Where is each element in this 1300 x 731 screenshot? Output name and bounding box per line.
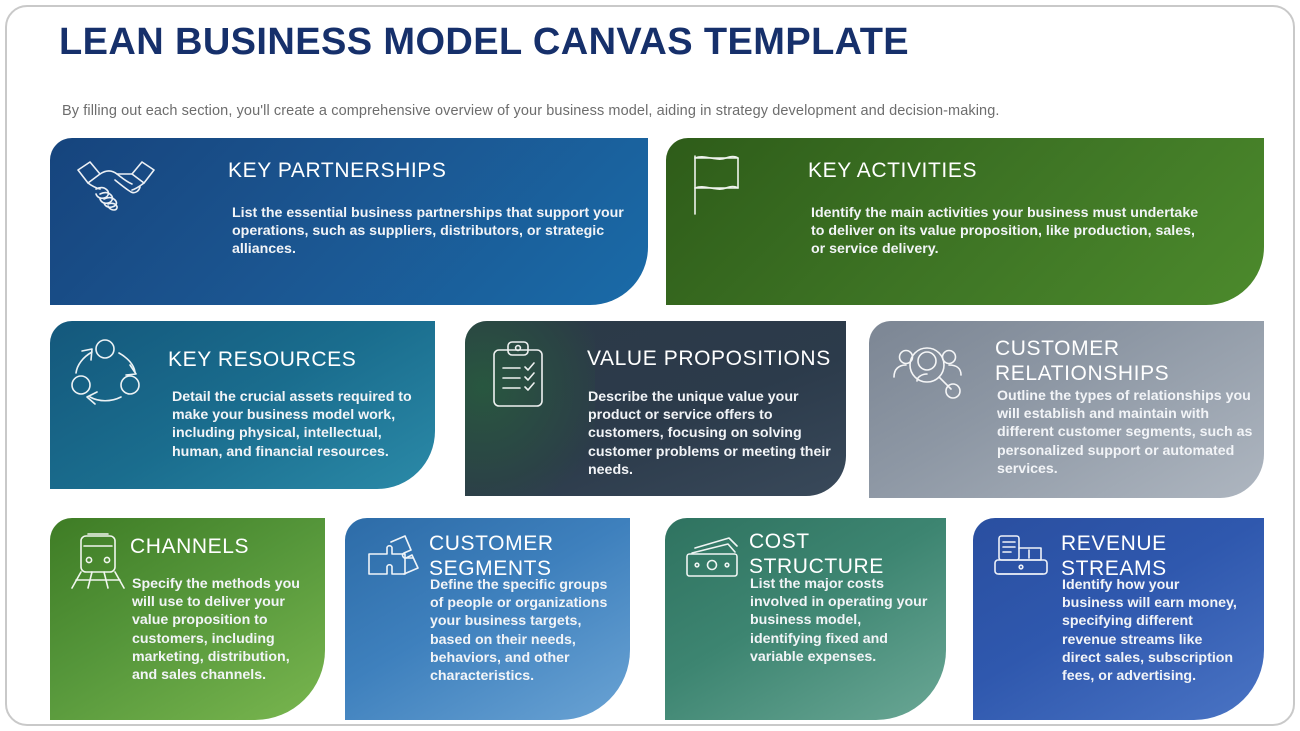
flag-icon (694, 155, 739, 215)
card-description: Describe the unique value your product o… (588, 389, 831, 478)
canvas-page-frame: LEAN BUSINESS MODEL CANVAS TEMPLATE By f… (5, 5, 1295, 726)
handshake-icon (77, 161, 155, 211)
card-description: Identify how your business will earn mon… (1062, 577, 1237, 684)
card-title: KEY RESOURCES (168, 348, 357, 371)
card-customer-relationships[interactable]: CUSTOMER RELATIONSHIPS Outline the types… (869, 321, 1264, 498)
people-search-icon (893, 347, 962, 399)
train-icon (71, 533, 125, 589)
card-description: Outline the types of relationships you w… (997, 388, 1253, 477)
card-key-partnerships[interactable]: KEY PARTNERSHIPS List the essential busi… (50, 138, 648, 305)
card-title: VALUE PROPOSITIONS (587, 347, 831, 370)
card-key-activities[interactable]: KEY ACTIVITIES Identify the main activit… (666, 138, 1264, 305)
card-description: Detail the crucial assets required to ma… (172, 389, 412, 460)
page-subtitle: By filling out each section, you'll crea… (62, 103, 1000, 119)
card-cost-structure[interactable]: COST STRUCTURE List the major costs invo… (665, 518, 946, 720)
page-title: LEAN BUSINESS MODEL CANVAS TEMPLATE (59, 21, 910, 63)
card-channels[interactable]: CHANNELS Specify the methods you will us… (50, 518, 325, 720)
card-title: CUSTOMER RELATIONSHIPS (995, 337, 1170, 385)
card-title: REVENUE STREAMS (1061, 532, 1167, 580)
card-description: Define the specific groups of people or … (430, 577, 608, 684)
card-title: KEY PARTNERSHIPS (228, 159, 447, 182)
cycle-arrows-icon (71, 339, 140, 405)
card-title: CHANNELS (130, 535, 250, 558)
card-revenue-streams[interactable]: REVENUE STREAMS Identify how your busine… (973, 518, 1264, 720)
puzzle-pieces-icon (368, 535, 419, 575)
banknotes-icon (686, 537, 738, 577)
card-description: Identify the main activities your busine… (811, 205, 1199, 258)
card-key-resources[interactable]: KEY RESOURCES Detail the crucial assets … (50, 321, 435, 489)
clipboard-checklist-icon (493, 341, 543, 407)
cash-register-icon (994, 535, 1048, 575)
card-value-propositions[interactable]: VALUE PROPOSITIONS Describe the unique v… (465, 321, 846, 496)
card-description: List the major costs involved in operati… (750, 576, 928, 665)
card-description: Specify the methods you will use to deli… (132, 576, 300, 683)
card-customer-segments[interactable]: CUSTOMER SEGMENTS Define the specific gr… (345, 518, 630, 720)
card-title: KEY ACTIVITIES (808, 159, 978, 182)
card-title: COST STRUCTURE (749, 530, 884, 578)
card-description: List the essential business partnerships… (232, 205, 624, 258)
card-title: CUSTOMER SEGMENTS (429, 532, 554, 580)
